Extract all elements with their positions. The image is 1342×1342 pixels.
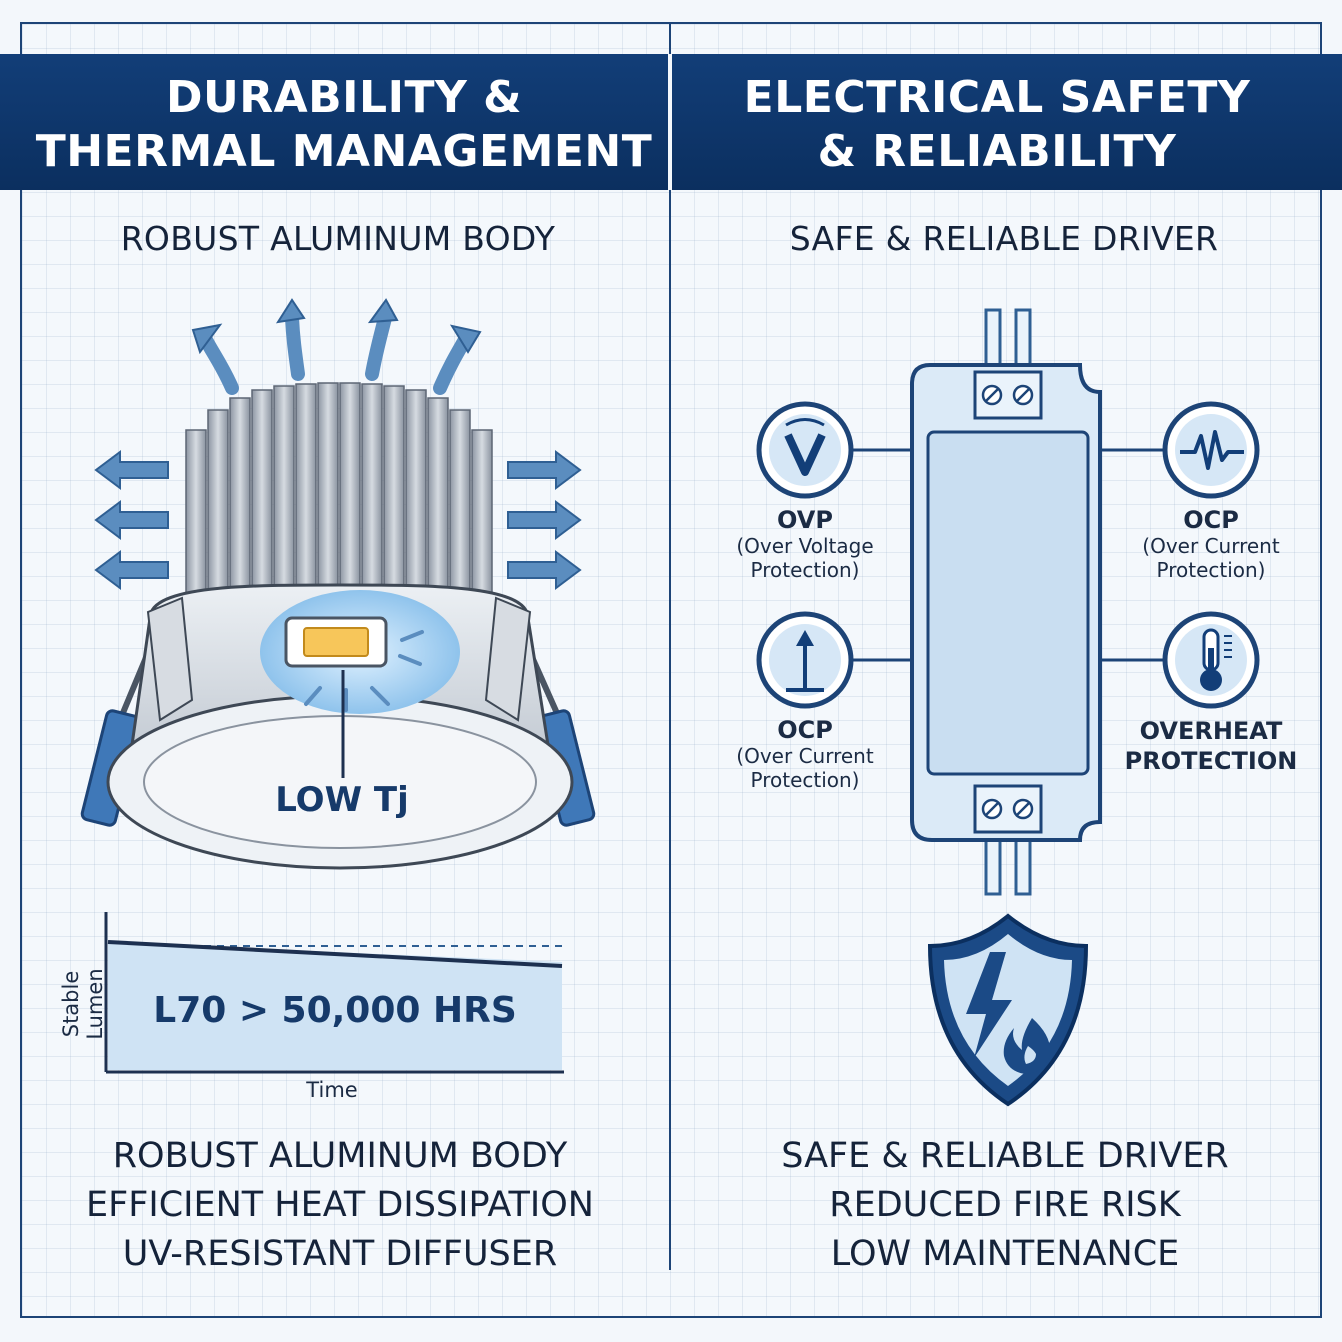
center-divider (669, 22, 671, 1270)
airflow-marks (304, 630, 424, 712)
ocp-bottom-desc-2: Protection) (750, 768, 860, 792)
protection-connectors (852, 448, 1164, 662)
right-footer-list: SAFE & RELIABLE DRIVER REDUCED FIRE RISK… (690, 1132, 1320, 1279)
right-footer-item: SAFE & RELIABLE DRIVER (781, 1136, 1229, 1176)
right-footer-item: LOW MAINTENANCE (830, 1234, 1180, 1274)
fire-safety-shield-icon (927, 913, 1089, 1107)
right-subhead: SAFE & RELIABLE DRIVER (789, 218, 1219, 258)
header-split (668, 54, 672, 190)
heat-arrows-right (507, 450, 582, 590)
overheat-line-1: OVERHEAT (1139, 717, 1283, 745)
heat-arrow-group-top (198, 311, 473, 395)
overheat-line-2: PROTECTION (1124, 747, 1298, 775)
right-header-title: ELECTRICAL SAFETY & RELIABILITY (743, 72, 1251, 177)
right-footer-item: REDUCED FIRE RISK (829, 1185, 1181, 1225)
thermometer-icon (1162, 611, 1260, 709)
left-footer-item: EFFICIENT HEAT DISSIPATION (86, 1185, 594, 1225)
left-subhead: ROBUST ALUMINUM BODY (120, 218, 556, 258)
left-footer-list: ROBUST ALUMINUM BODY EFFICIENT HEAT DISS… (30, 1132, 650, 1279)
voltage-icon (756, 401, 854, 499)
ovp-desc-2: Protection) (750, 558, 860, 582)
chart-x-axis-label: Time (306, 1078, 358, 1102)
l70-callout: L70 > 50,000 HRS (153, 990, 517, 1031)
ocp-top-abbr: OCP (1183, 506, 1239, 534)
overheat-label: OVERHEAT PROTECTION (1116, 716, 1306, 776)
infographic-frame (20, 22, 1322, 1318)
ocp-top-desc-2: Protection) (1156, 558, 1266, 582)
lumen-chart (104, 912, 564, 1074)
pulse-icon (1162, 401, 1260, 499)
left-footer-item: ROBUST ALUMINUM BODY (112, 1136, 568, 1176)
led-chip (303, 627, 369, 657)
ovp-label: OVP (Over Voltage Protection) (725, 506, 885, 582)
ocp-label-top: OCP (Over Current Protection) (1131, 506, 1291, 582)
ocp-top-desc-1: (Over Current (1142, 534, 1280, 558)
heat-arrow-heads-top (191, 298, 482, 355)
ocp-bottom-abbr: OCP (777, 716, 833, 744)
ocp-label-bottom: OCP (Over Current Protection) (725, 716, 885, 792)
chart-y-axis-label: Stable Lumen (59, 968, 107, 1040)
arrow-up-icon (756, 611, 854, 709)
left-footer-item: UV-RESISTANT DIFFUSER (122, 1234, 558, 1274)
heatsink-fins (185, 382, 493, 631)
heat-arrows-left (94, 450, 169, 590)
ocp-bottom-desc-1: (Over Current (736, 744, 874, 768)
ovp-abbr: OVP (777, 506, 833, 534)
ovp-desc-1: (Over Voltage (736, 534, 874, 558)
low-tj-label: LOW Tj (275, 780, 409, 820)
terminal-screws (981, 384, 1034, 820)
left-header-title: DURABILITY & THERMAL MANAGEMENT (35, 72, 653, 177)
